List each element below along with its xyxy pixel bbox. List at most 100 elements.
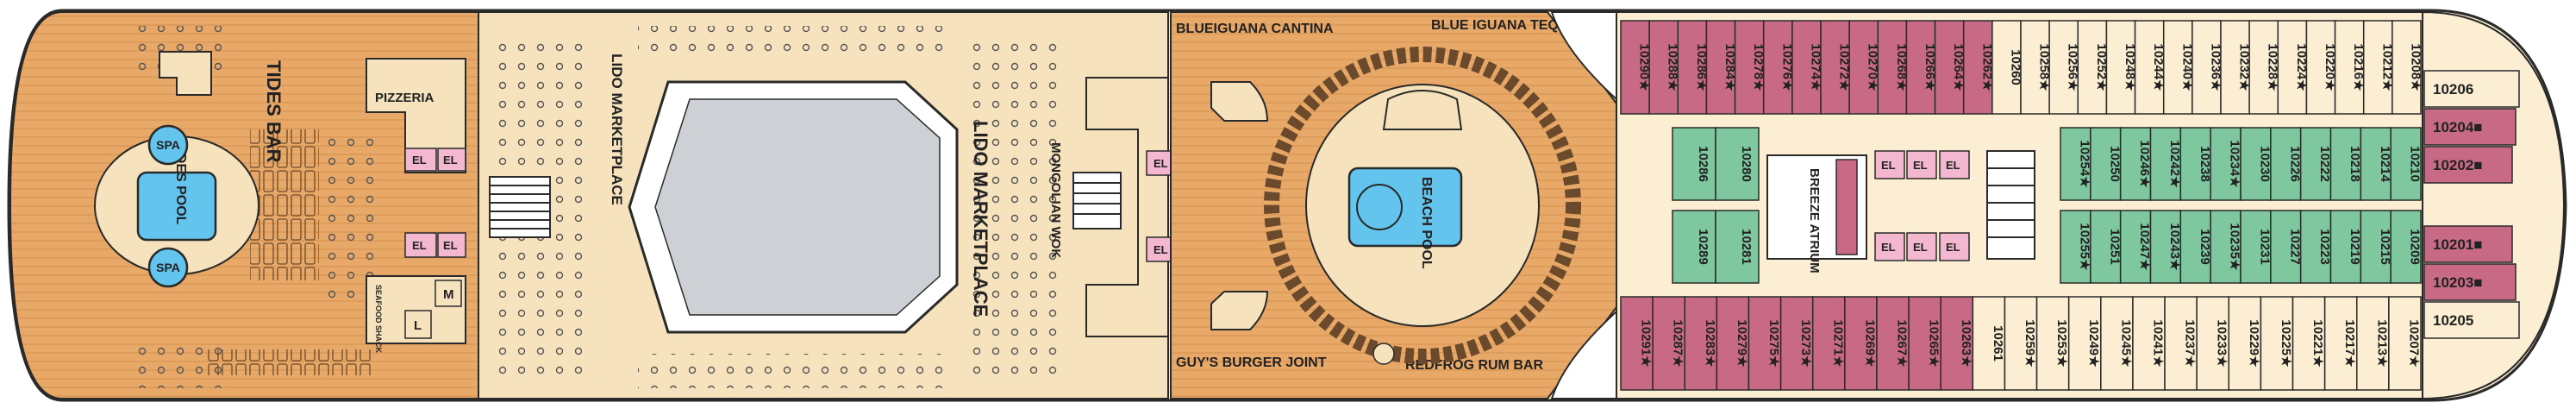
stairs-fwd[interactable] bbox=[1986, 150, 2035, 260]
cabin-10233[interactable] bbox=[2196, 296, 2230, 391]
cabin-10232[interactable] bbox=[2220, 20, 2250, 115]
cabin-10203[interactable] bbox=[2423, 263, 2517, 301]
cabin-10272[interactable] bbox=[1820, 20, 1850, 115]
elevator-aft-3[interactable] bbox=[404, 232, 437, 258]
cabin-10280[interactable] bbox=[1715, 127, 1760, 201]
cabin-10264[interactable] bbox=[1934, 20, 1965, 115]
elevator-fwd-6[interactable] bbox=[1939, 232, 1970, 261]
cabin-10287[interactable] bbox=[1652, 296, 1685, 391]
cabin-10246[interactable] bbox=[2119, 127, 2152, 201]
cabin-10273[interactable] bbox=[1779, 296, 1814, 391]
cabin-10286[interactable] bbox=[1672, 127, 1716, 201]
spa-bottom[interactable] bbox=[147, 247, 189, 288]
cabin-label: 10233★ bbox=[2215, 319, 2229, 368]
cabin-10279[interactable] bbox=[1716, 296, 1750, 391]
cabin-10278[interactable] bbox=[1734, 20, 1765, 115]
aft-loungers-mid bbox=[250, 129, 319, 280]
cabin-10202[interactable] bbox=[2423, 146, 2513, 184]
cabin-10267[interactable] bbox=[1876, 296, 1910, 391]
cabin-10234[interactable] bbox=[2210, 127, 2241, 201]
cabin-10210[interactable] bbox=[2390, 127, 2422, 201]
cabin-10269[interactable] bbox=[1844, 296, 1878, 391]
cabin-10271[interactable] bbox=[1811, 296, 1846, 391]
elevator-fwd-4-label: EL bbox=[1913, 241, 1928, 254]
cabin-10224[interactable] bbox=[2277, 20, 2308, 115]
cabin-10247[interactable] bbox=[2119, 210, 2152, 284]
cabin-10243[interactable] bbox=[2149, 210, 2182, 284]
cabin-10228[interactable] bbox=[2248, 20, 2279, 115]
stairs-aft[interactable] bbox=[489, 176, 551, 238]
cabin-10245[interactable] bbox=[2100, 296, 2134, 391]
elevator-fwd-3[interactable] bbox=[1874, 232, 1905, 261]
cabin-10261[interactable] bbox=[1972, 296, 2006, 391]
cabin-label: 10262★ bbox=[1979, 43, 1994, 91]
cabin-10236[interactable] bbox=[2191, 20, 2222, 115]
cabins-bottom-row: 10291★10287★10283★10279★10275★10273★1027… bbox=[1620, 296, 2422, 391]
cabin-10207[interactable] bbox=[2388, 296, 2422, 391]
cabin-10221[interactable] bbox=[2292, 296, 2326, 391]
cabin-10216[interactable] bbox=[2334, 20, 2365, 115]
cabin-10239[interactable] bbox=[2179, 210, 2211, 284]
cabin-10258[interactable] bbox=[2020, 20, 2050, 115]
cabin-10248[interactable] bbox=[2105, 20, 2136, 115]
elevator-fwd-5[interactable] bbox=[1939, 150, 1970, 179]
cabin-10256[interactable] bbox=[2048, 20, 2079, 115]
cabin-10238[interactable] bbox=[2179, 127, 2211, 201]
cabin-10217[interactable] bbox=[2323, 296, 2358, 391]
tides-pool[interactable] bbox=[136, 171, 217, 242]
cabin-10284[interactable] bbox=[1705, 20, 1736, 115]
cabin-10206[interactable] bbox=[2423, 70, 2520, 108]
beach-pool-whirlpool[interactable] bbox=[1356, 184, 1403, 230]
cabin-10222[interactable] bbox=[2299, 127, 2332, 201]
cabin-10290[interactable] bbox=[1620, 20, 1650, 115]
cabin-10255[interactable] bbox=[2060, 210, 2091, 284]
cabin-label: 10252★ bbox=[2094, 43, 2109, 91]
cabin-10262[interactable] bbox=[1962, 20, 1993, 115]
cabin-10220[interactable] bbox=[2305, 20, 2336, 115]
cabin-label: 10279★ bbox=[1735, 319, 1749, 368]
cabin-10218[interactable] bbox=[2329, 127, 2362, 201]
elevator-aft-2[interactable] bbox=[437, 148, 466, 172]
cabin-label: 10280 bbox=[1739, 146, 1754, 182]
cabin-10201[interactable] bbox=[2423, 225, 2513, 263]
cabin-10208[interactable] bbox=[2392, 20, 2422, 115]
cabin-10226[interactable] bbox=[2270, 127, 2302, 201]
cabin-10268[interactable] bbox=[1877, 20, 1908, 115]
cabin-10235[interactable] bbox=[2210, 210, 2241, 284]
cabin-10281[interactable] bbox=[1715, 210, 1760, 284]
cabin-10231[interactable] bbox=[2240, 210, 2272, 284]
cabin-10249[interactable] bbox=[2067, 296, 2102, 391]
cabin-label: 10221★ bbox=[2310, 319, 2325, 368]
elevator-aft-4[interactable] bbox=[437, 232, 466, 258]
spa-bottom-label: SPA bbox=[156, 261, 180, 274]
cabin-10229[interactable] bbox=[2228, 296, 2262, 391]
cabin-10266[interactable] bbox=[1905, 20, 1936, 115]
cabin-10259[interactable] bbox=[2004, 296, 2038, 391]
cabin-label: 10248★ bbox=[2123, 43, 2137, 91]
cabin-10253[interactable] bbox=[2035, 296, 2070, 391]
bow-block bbox=[2422, 10, 2566, 400]
cabin-label: 10213★ bbox=[2374, 319, 2389, 368]
cabin-10223[interactable] bbox=[2299, 210, 2332, 284]
cabin-10209[interactable] bbox=[2390, 210, 2422, 284]
elevator-fwd-4[interactable] bbox=[1906, 232, 1937, 261]
cabin-10283[interactable] bbox=[1684, 296, 1718, 391]
cabin-10276[interactable] bbox=[1762, 20, 1793, 115]
stairs-mid[interactable] bbox=[1072, 172, 1122, 230]
cabin-10204[interactable] bbox=[2423, 108, 2517, 146]
cabin-10265[interactable] bbox=[1908, 296, 1941, 391]
cabin-10275[interactable] bbox=[1748, 296, 1782, 391]
cabin-10240[interactable] bbox=[2162, 20, 2193, 115]
elevator-fwd-2[interactable] bbox=[1906, 150, 1937, 179]
cabin-10237[interactable] bbox=[2164, 296, 2198, 391]
cabin-10260[interactable] bbox=[1991, 20, 2022, 115]
elevator-fwd-1[interactable] bbox=[1874, 150, 1905, 179]
cabin-10289[interactable] bbox=[1672, 210, 1716, 284]
cabin-10219[interactable] bbox=[2329, 210, 2362, 284]
elevator-aft-1[interactable] bbox=[404, 148, 437, 172]
spa-top[interactable] bbox=[147, 124, 189, 166]
cabin-10230[interactable] bbox=[2240, 127, 2272, 201]
cabin-10274[interactable] bbox=[1791, 20, 1822, 115]
cabin-10205[interactable] bbox=[2423, 301, 2520, 339]
cabin-10214[interactable] bbox=[2360, 127, 2392, 201]
